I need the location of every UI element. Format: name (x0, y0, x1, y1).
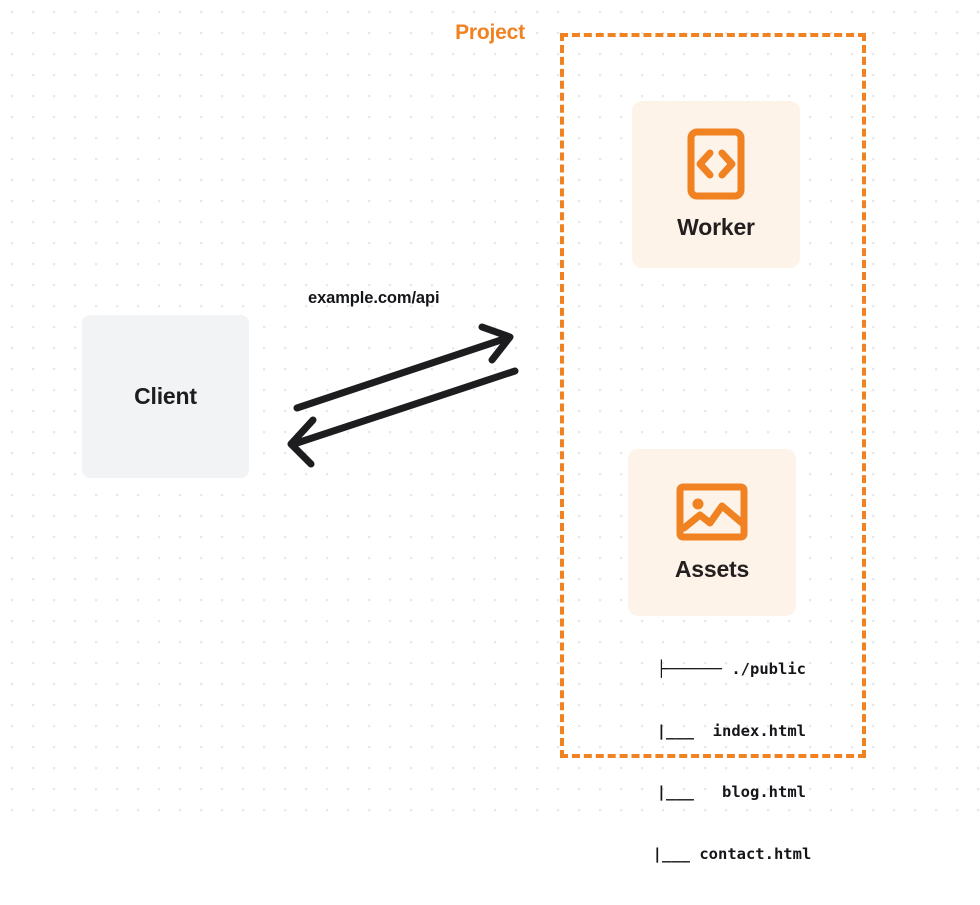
code-brackets-icon (687, 128, 745, 200)
file-tree-row: |___ index.html (610, 721, 806, 740)
file-tree-row: |___ blog.html (610, 783, 806, 801)
assets-card-label: Assets (674, 556, 750, 582)
client-node[interactable]: Client (82, 315, 249, 478)
worker-card-label: Worker (677, 214, 755, 240)
file-tree-row: |___ contact.html (606, 844, 812, 863)
image-icon (676, 482, 748, 542)
arrow-request-icon (293, 323, 514, 412)
project-container (560, 33, 866, 758)
client-node-label: Client (134, 383, 197, 409)
assets-card[interactable]: Assets (628, 449, 796, 616)
diagram-canvas: Client example.com/api Project Worker (0, 0, 980, 863)
worker-card[interactable]: Worker (632, 101, 800, 268)
project-title: Project (448, 21, 532, 45)
file-tree-row: ├────── ./public (656, 660, 806, 678)
connection-label: example.com/api (308, 289, 440, 307)
assets-file-tree: ├────── ./public |___ index.html |___ bl… (606, 618, 812, 905)
arrow-response-icon (287, 367, 519, 468)
